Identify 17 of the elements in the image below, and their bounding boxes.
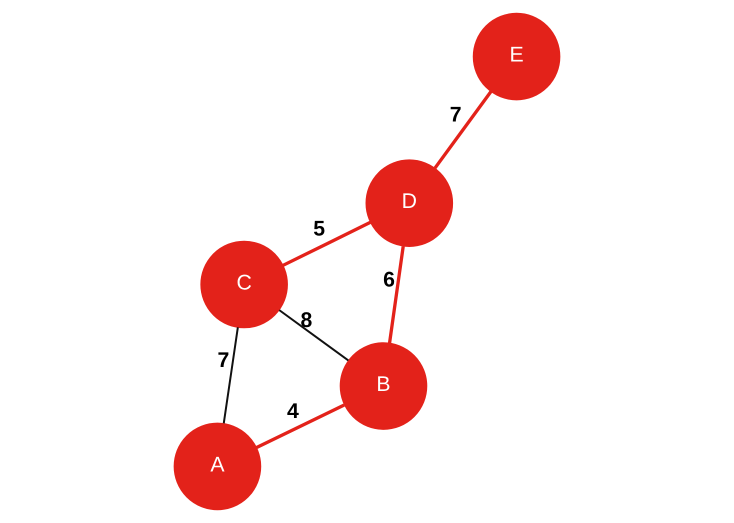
node-circle: E [472, 12, 560, 100]
edge-label: 5 [313, 218, 326, 241]
connector [256, 404, 345, 450]
edge-label: 4 [287, 400, 299, 424]
connector [388, 246, 405, 344]
connector [278, 309, 349, 362]
connector [434, 90, 492, 170]
edge-label: 8 [300, 309, 312, 332]
edge-label: 7 [450, 104, 462, 127]
node-circle: B [340, 342, 428, 430]
node-circle: C [200, 240, 288, 328]
node-circle: A [174, 422, 262, 510]
edge-label: 6 [383, 268, 395, 292]
edge-label: 7 [218, 349, 230, 372]
connector [222, 327, 239, 424]
node-circle: D [366, 159, 454, 247]
connector [282, 220, 371, 267]
